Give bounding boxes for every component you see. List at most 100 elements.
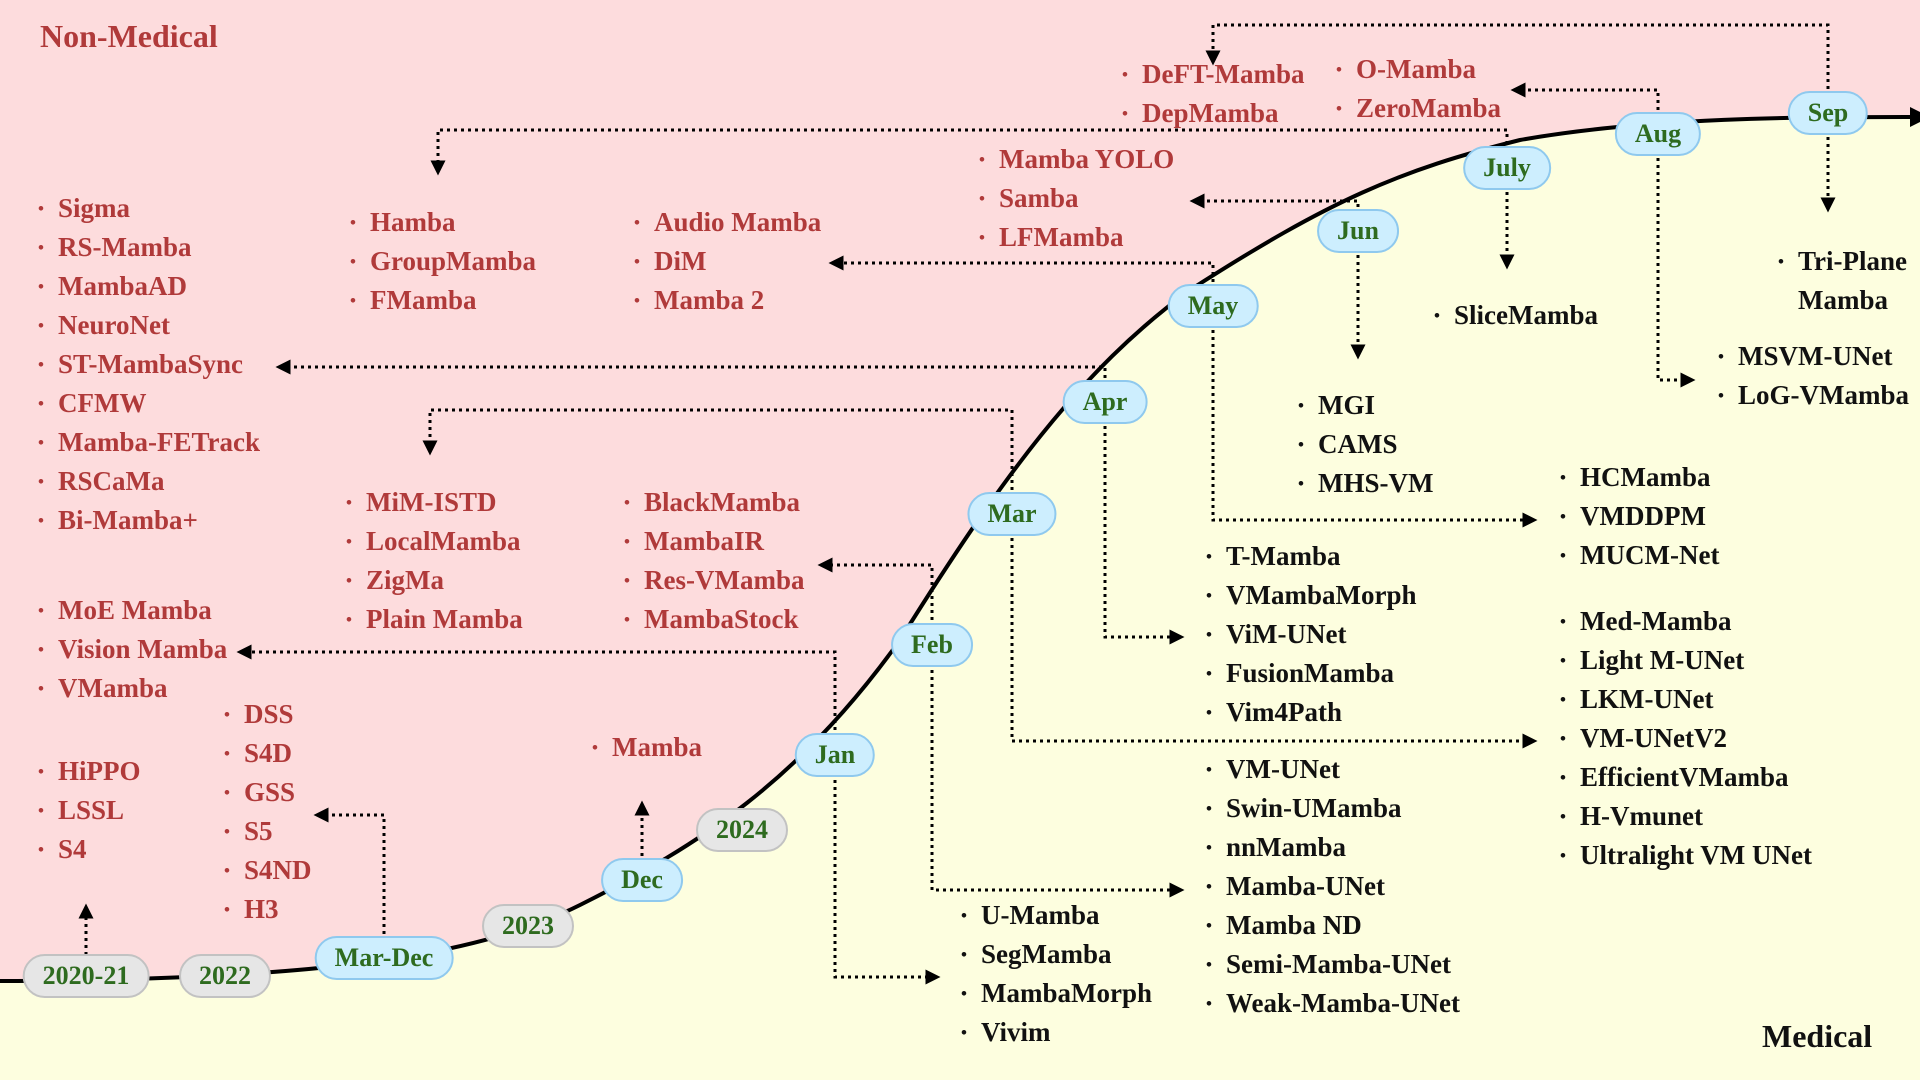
medical-list-aug: MSVM-UNetLoG-VMamba — [1718, 337, 1909, 415]
model-item: S5 — [224, 812, 312, 851]
model-item: NeuroNet — [38, 306, 260, 345]
nonmedical-list-mar: MiM-ISTDLocalMambaZigMaPlain Mamba — [346, 483, 523, 639]
model-item: VM-UNetV2 — [1560, 719, 1812, 758]
year-node-2024[interactable]: 2024 — [696, 808, 788, 852]
model-item: FusionMamba — [1206, 654, 1417, 693]
medical-list-feb: VM-UNetSwin-UMambannMambaMamba-UNetMamba… — [1206, 750, 1460, 1023]
model-item: DiM — [634, 242, 821, 281]
connector-arrow — [430, 128, 1509, 176]
medical-list-apr: T-MambaVMambaMorphViM-UNetFusionMambaVim… — [1206, 537, 1417, 732]
model-item: SliceMamba — [1434, 296, 1598, 335]
nonmedical-list-dec: Mamba — [592, 728, 702, 767]
nonmedical-list-july: HambaGroupMambaFMamba — [350, 203, 536, 320]
model-item: Bi-Mamba+ — [38, 501, 260, 540]
connector-arrow — [1103, 426, 1185, 645]
model-item: HCMamba — [1560, 458, 1719, 497]
model-item: Weak-Mamba-UNet — [1206, 984, 1460, 1023]
model-item: S4 — [38, 830, 141, 869]
model-item: ST-MambaSync — [38, 345, 260, 384]
month-node-apr[interactable]: Apr — [1062, 380, 1148, 424]
connector-arrow — [817, 557, 934, 620]
year-node-2022[interactable]: 2022 — [179, 954, 271, 998]
model-item: LFMamba — [979, 218, 1174, 257]
model-item: Vim4Path — [1206, 693, 1417, 732]
non-medical-label: Non-Medical — [40, 18, 218, 54]
connector-arrow — [1189, 193, 1360, 209]
model-item: Light M-UNet — [1560, 641, 1812, 680]
month-node-mar[interactable]: Mar — [967, 492, 1057, 536]
connector-arrow — [313, 807, 386, 934]
model-item: LocalMamba — [346, 522, 523, 561]
nonmedical-list-aug: O-MambaZeroMamba — [1336, 50, 1501, 128]
connector-arrow — [1010, 538, 1538, 749]
model-item: DSS — [224, 695, 312, 734]
month-node-may[interactable]: May — [1167, 284, 1259, 328]
month-node-jun[interactable]: Jun — [1317, 209, 1399, 253]
model-item: Vivim — [961, 1013, 1152, 1052]
month-node-july[interactable]: July — [1463, 146, 1551, 190]
connector-arrows — [78, 23, 1836, 985]
model-item: Sigma — [38, 189, 260, 228]
model-item: Samba — [979, 179, 1174, 218]
model-item: BlackMamba — [624, 483, 804, 522]
model-item: FMamba — [350, 281, 536, 320]
year-node-2020-21[interactable]: 2020-21 — [22, 954, 150, 998]
model-item: Vision Mamba — [38, 630, 227, 669]
model-item: MGI — [1298, 386, 1433, 425]
model-item: Mamba YOLO — [979, 140, 1174, 179]
month-node-feb[interactable]: Feb — [891, 623, 973, 667]
model-item: U-Mamba — [961, 896, 1152, 935]
medical-list-jun: MGICAMSMHS-VM — [1298, 386, 1433, 503]
model-item: H3 — [224, 890, 312, 929]
medical-label: Medical — [1762, 1018, 1873, 1054]
model-item: VMambaMorph — [1206, 576, 1417, 615]
model-item: ZigMa — [346, 561, 523, 600]
medical-list-july: SliceMamba — [1434, 296, 1598, 335]
medical-list-may: HCMambaVMDDPMMUCM-Net — [1560, 458, 1719, 575]
model-item: DeFT-Mamba — [1122, 55, 1305, 94]
model-item: VMamba — [38, 669, 227, 708]
connector-arrow — [1205, 23, 1830, 89]
model-item: MiM-ISTD — [346, 483, 523, 522]
nonmedical-list-may: Audio MambaDiMMamba 2 — [634, 203, 821, 320]
model-item: H-Vmunet — [1560, 797, 1812, 836]
connector-arrow — [1510, 82, 1660, 110]
nonmedical-list-apr: SigmaRS-MambaMambaADNeuroNetST-MambaSync… — [38, 189, 260, 540]
model-item: GroupMamba — [350, 242, 536, 281]
month-node-sep[interactable]: Sep — [1787, 91, 1869, 135]
nonmedical-list-feb: BlackMambaMambaIRRes-VMambaMambaStock — [624, 483, 804, 639]
model-item: ZeroMamba — [1336, 89, 1501, 128]
model-item: MambaMorph — [961, 974, 1152, 1013]
nonmedical-list-2020-21: HiPPOLSSLS4 — [38, 752, 141, 869]
month-node-mar-dec[interactable]: Mar-Dec — [314, 936, 454, 980]
model-item: CAMS — [1298, 425, 1433, 464]
model-item: EfficientVMamba — [1560, 758, 1812, 797]
model-item: VM-UNet — [1206, 750, 1460, 789]
year-node-2023[interactable]: 2023 — [482, 904, 574, 948]
connector-arrow — [930, 670, 1185, 898]
connector-arrow — [422, 408, 1014, 490]
model-item: LoG-VMamba — [1718, 376, 1909, 415]
model-item: MambaStock — [624, 600, 804, 639]
model-item: Med-Mamba — [1560, 602, 1812, 641]
model-item: Semi-Mamba-UNet — [1206, 945, 1460, 984]
model-item: MambaAD — [38, 267, 260, 306]
month-node-jan[interactable]: Jan — [794, 733, 876, 777]
month-node-dec[interactable]: Dec — [601, 858, 683, 902]
model-item: S4ND — [224, 851, 312, 890]
model-item: GSS — [224, 773, 312, 812]
model-item: Tri-Plane Mamba — [1778, 242, 1920, 320]
model-item: SegMamba — [961, 935, 1152, 974]
model-item: MSVM-UNet — [1718, 337, 1909, 376]
model-item: Mamba-FETrack — [38, 423, 260, 462]
model-item: S4D — [224, 734, 312, 773]
month-node-aug[interactable]: Aug — [1614, 112, 1702, 156]
model-item: Ultralight VM UNet — [1560, 836, 1812, 875]
model-item: O-Mamba — [1336, 50, 1501, 89]
model-item: Plain Mamba — [346, 600, 523, 639]
model-item: LSSL — [38, 791, 141, 830]
model-item: MambaIR — [624, 522, 804, 561]
connector-arrow — [1211, 330, 1538, 528]
model-item: Audio Mamba — [634, 203, 821, 242]
nonmedical-list-jan: MoE MambaVision MambaVMamba — [38, 591, 227, 708]
